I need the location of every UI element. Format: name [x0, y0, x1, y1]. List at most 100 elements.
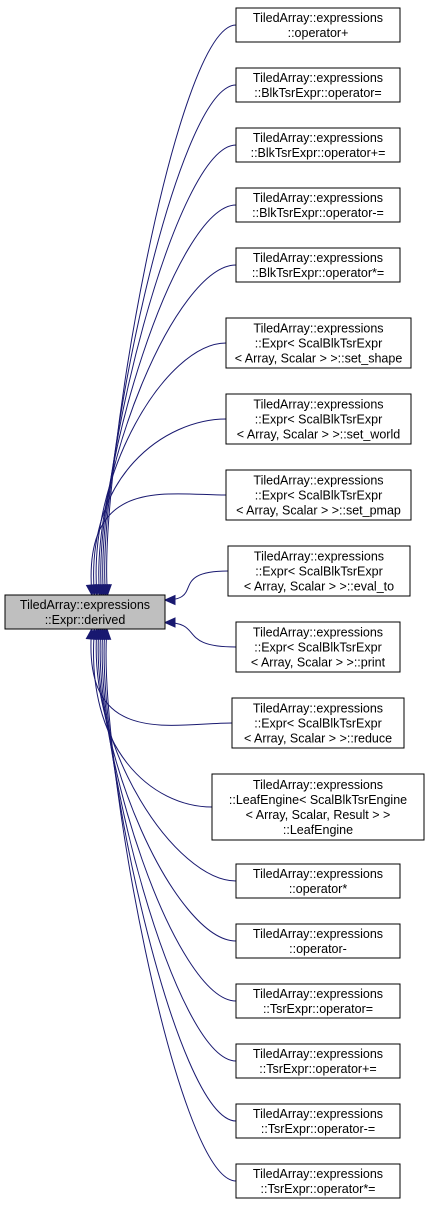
- caller-node[interactable]: TiledArray::expressions::TsrExpr::operat…: [235, 1103, 401, 1139]
- caller-node-box: [225, 317, 412, 369]
- caller-node-label-line: TiledArray::expressions: [254, 550, 384, 564]
- edge-line: [93, 418, 227, 596]
- caller-node[interactable]: TiledArray::expressions::Expr< ScalBlkTs…: [225, 393, 412, 445]
- caller-node-box: [231, 697, 405, 749]
- nodes-layer: TiledArray::expressions::Expr::derivedTi…: [4, 7, 425, 1199]
- edge-arrowhead: [163, 594, 176, 606]
- caller-node-label-line: < Array, Scalar > >::print: [251, 656, 386, 670]
- caller-node-label-line: TiledArray::expressions: [253, 11, 383, 25]
- caller-node-label-line: TiledArray::expressions: [253, 251, 383, 265]
- caller-node-label-line: TiledArray::expressions: [253, 131, 383, 145]
- caller-node-label-line: TiledArray::expressions: [253, 474, 383, 488]
- caller-node-label-line: ::TsrExpr::operator=: [263, 1002, 373, 1016]
- edge-line: [95, 628, 237, 882]
- caller-node-label-line: < Array, Scalar, Result > >: [246, 808, 391, 822]
- caller-node-label-line: TiledArray::expressions: [253, 1047, 383, 1061]
- edge-line: [99, 628, 237, 1002]
- caller-node-label-line: TiledArray::expressions: [253, 1167, 383, 1181]
- caller-node[interactable]: TiledArray::expressions::operator-: [235, 923, 401, 959]
- caller-node-label-line: TiledArray::expressions: [253, 987, 383, 1001]
- caller-node-label-line: TiledArray::expressions: [253, 626, 383, 640]
- caller-node-box: [235, 67, 401, 103]
- caller-node-box: [235, 863, 401, 899]
- caller-node-label-line: TiledArray::expressions: [253, 398, 383, 412]
- caller-node-label-line: < Array, Scalar > >::set_pmap: [236, 504, 401, 518]
- edge-arrowhead: [100, 627, 112, 640]
- caller-node-box: [227, 545, 411, 597]
- edge-line: [164, 622, 237, 648]
- edge-line: [104, 84, 237, 596]
- caller-node-label-line: TiledArray::expressions: [253, 867, 383, 881]
- caller-node-box: [235, 127, 401, 163]
- root-node[interactable]: TiledArray::expressions::Expr::derived: [4, 594, 166, 630]
- edge-line: [101, 628, 237, 1062]
- caller-node[interactable]: TiledArray::expressions::Expr< ScalBlkTs…: [225, 469, 412, 521]
- edge-line: [164, 570, 229, 601]
- caller-node-label-line: ::BlkTsrExpr::operator=: [254, 86, 381, 100]
- caller-node-box: [225, 393, 412, 445]
- caller-node[interactable]: TiledArray::expressions::Expr< ScalBlkTs…: [225, 317, 412, 369]
- caller-node[interactable]: TiledArray::expressions::operator*: [235, 863, 401, 899]
- caller-node-label-line: ::operator*: [289, 882, 348, 896]
- caller-node-box: [235, 7, 401, 43]
- caller-node-label-line: ::Expr< ScalBlkTsrExpr: [255, 337, 382, 351]
- edge-line: [103, 628, 237, 1122]
- caller-node-label-line: TiledArray::expressions: [253, 702, 383, 716]
- caller-node-label-line: ::LeafEngine< ScalBlkTsrEngine: [229, 793, 407, 807]
- caller-node-box: [235, 187, 401, 223]
- caller-node-label-line: ::BlkTsrExpr::operator+=: [251, 146, 386, 160]
- caller-node[interactable]: TiledArray::expressions::operator+: [235, 7, 401, 43]
- edge-line: [100, 204, 237, 596]
- caller-node-label-line: ::BlkTsrExpr::operator-=: [252, 206, 384, 220]
- caller-node-label-line: ::Expr< ScalBlkTsrExpr: [254, 641, 381, 655]
- caller-node-box: [235, 247, 401, 283]
- edge-line: [97, 628, 237, 942]
- caller-node-box: [235, 1103, 401, 1139]
- caller-node-box: [225, 469, 412, 521]
- caller-node[interactable]: TiledArray::expressions::BlkTsrExpr::ope…: [235, 67, 401, 103]
- caller-node-label-line: ::Expr< ScalBlkTsrExpr: [255, 413, 382, 427]
- caller-node[interactable]: TiledArray::expressions::TsrExpr::operat…: [235, 983, 401, 1019]
- caller-node[interactable]: TiledArray::expressions::LeafEngine< Sca…: [211, 773, 425, 841]
- caller-node-label-line: TiledArray::expressions: [253, 71, 383, 85]
- edge-line: [90, 628, 233, 726]
- edge-line: [102, 144, 237, 596]
- root-node-label-line: TiledArray::expressions: [20, 598, 150, 612]
- caller-node[interactable]: TiledArray::expressions::BlkTsrExpr::ope…: [235, 187, 401, 223]
- caller-node-label-line: < Array, Scalar > >::set_shape: [235, 352, 403, 366]
- caller-node-label-line: ::Expr< ScalBlkTsrExpr: [255, 489, 382, 503]
- caller-node[interactable]: TiledArray::expressions::TsrExpr::operat…: [235, 1043, 401, 1079]
- caller-node[interactable]: TiledArray::expressions::Expr< ScalBlkTs…: [227, 545, 411, 597]
- caller-node-label-line: TiledArray::expressions: [253, 1107, 383, 1121]
- caller-node-label-line: < Array, Scalar > >::set_world: [237, 428, 400, 442]
- edge-line: [98, 264, 237, 596]
- caller-node[interactable]: TiledArray::expressions::TsrExpr::operat…: [235, 1163, 401, 1199]
- caller-node-label-line: TiledArray::expressions: [253, 322, 383, 336]
- caller-node-box: [235, 923, 401, 959]
- caller-node-label-line: < Array, Scalar > >::reduce: [244, 732, 392, 746]
- edge-line: [105, 628, 237, 1182]
- caller-node-label-line: ::operator-: [289, 942, 347, 956]
- root-node-label-line: ::Expr::derived: [45, 613, 126, 627]
- caller-node-label-line: TiledArray::expressions: [253, 927, 383, 941]
- caller-node-label-line: TiledArray::expressions: [253, 778, 383, 792]
- caller-node[interactable]: TiledArray::expressions::BlkTsrExpr::ope…: [235, 247, 401, 283]
- caller-node[interactable]: TiledArray::expressions::BlkTsrExpr::ope…: [235, 127, 401, 163]
- caller-node-label-line: ::BlkTsrExpr::operator*=: [252, 266, 384, 280]
- caller-node-label-line: ::TsrExpr::operator+=: [259, 1062, 376, 1076]
- caller-node-box: [235, 1043, 401, 1079]
- caller-node-label-line: TiledArray::expressions: [253, 191, 383, 205]
- caller-node-box: [235, 621, 401, 673]
- caller-node-label-line: ::Expr< ScalBlkTsrExpr: [254, 717, 381, 731]
- caller-node-box: [235, 1163, 401, 1199]
- edge-line: [93, 628, 213, 808]
- edge-arrowhead: [163, 617, 176, 628]
- edge-line: [90, 493, 227, 596]
- edges-layer: [85, 24, 237, 1182]
- caller-node[interactable]: TiledArray::expressions::Expr< ScalBlkTs…: [235, 621, 401, 673]
- caller-node-label-line: ::LeafEngine: [283, 823, 353, 837]
- caller-node[interactable]: TiledArray::expressions::Expr< ScalBlkTs…: [231, 697, 405, 749]
- caller-node-label-line: ::operator+: [288, 26, 349, 40]
- edge-arrowhead: [85, 584, 97, 597]
